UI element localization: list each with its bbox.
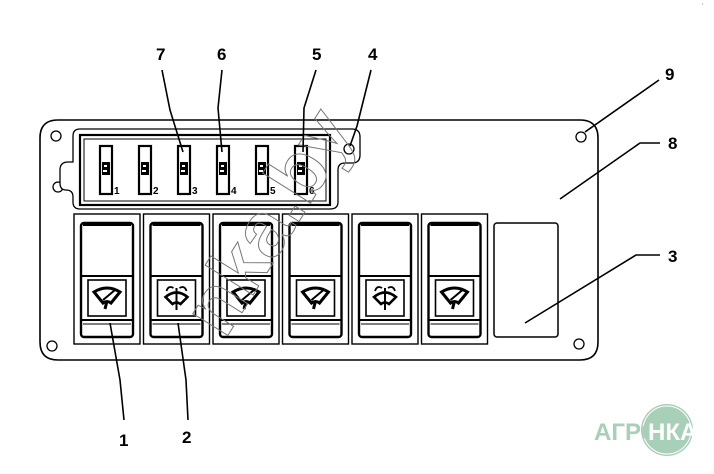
washer-icon xyxy=(163,286,190,310)
mount-hole-bottom-right xyxy=(573,338,585,350)
corner-mark: r xyxy=(702,1,704,6)
switch-4 xyxy=(281,213,350,345)
callout-3: 3 xyxy=(668,247,677,266)
leader-8 xyxy=(161,69,184,153)
fuse-3: 3 xyxy=(176,144,198,197)
leader-5 xyxy=(349,69,372,147)
leader-7 xyxy=(217,69,223,153)
callout-9: 9 xyxy=(665,65,674,84)
leader-lines xyxy=(109,69,660,421)
callout-2: 2 xyxy=(182,428,191,447)
fuse-number: 5 xyxy=(270,186,276,197)
leader-3 xyxy=(524,254,660,324)
fuse-number: 3 xyxy=(192,186,198,197)
callout-7: 6 xyxy=(217,45,226,64)
switch-1 xyxy=(73,213,141,345)
fuse-1: 1 xyxy=(98,144,120,197)
front-wiper-icon xyxy=(439,286,470,310)
fuse-number: 1 xyxy=(114,186,120,197)
switch-3 xyxy=(212,213,280,345)
fuse-6: 6 xyxy=(293,144,315,197)
front-wiper-icon xyxy=(230,286,262,310)
mount-hole-top-left xyxy=(50,130,62,142)
front-wiper-icon xyxy=(91,286,123,310)
leader-1 xyxy=(109,322,125,421)
leader-4 xyxy=(559,142,660,200)
leader-6 xyxy=(302,69,317,153)
logo-text-left: АГРО xyxy=(594,419,659,446)
logo-circle xyxy=(641,404,693,456)
fuse-number: 4 xyxy=(231,186,237,197)
blank-plate xyxy=(493,222,559,338)
fuse-number: 2 xyxy=(153,186,159,197)
switch-2 xyxy=(142,213,211,345)
leader-2 xyxy=(177,322,189,421)
fuse-block-mount-hole xyxy=(343,143,355,155)
fuse-4: 4 xyxy=(215,144,237,197)
fuse-5: 5 xyxy=(254,144,276,197)
fuse-2: 2 xyxy=(137,144,159,197)
logo-text-right: НКА xyxy=(648,419,697,446)
agronka-logo: АГРО НКА xyxy=(594,404,697,456)
front-wiper-icon xyxy=(300,286,331,310)
switch-5 xyxy=(351,213,419,345)
callout-1: 1 xyxy=(119,431,128,450)
mount-hole-bottom-left xyxy=(46,340,58,352)
leader-9 xyxy=(584,79,660,133)
callout-8: 7 xyxy=(156,45,165,64)
fuse-block-frame xyxy=(78,133,332,207)
callout-5: 4 xyxy=(368,45,378,64)
callout-6: 5 xyxy=(312,45,321,64)
fuse-number: 6 xyxy=(309,186,315,197)
mount-hole-top-right xyxy=(575,131,587,143)
switch-6 xyxy=(420,213,489,345)
callout-4: 8 xyxy=(668,134,677,153)
washer-icon xyxy=(372,286,398,310)
